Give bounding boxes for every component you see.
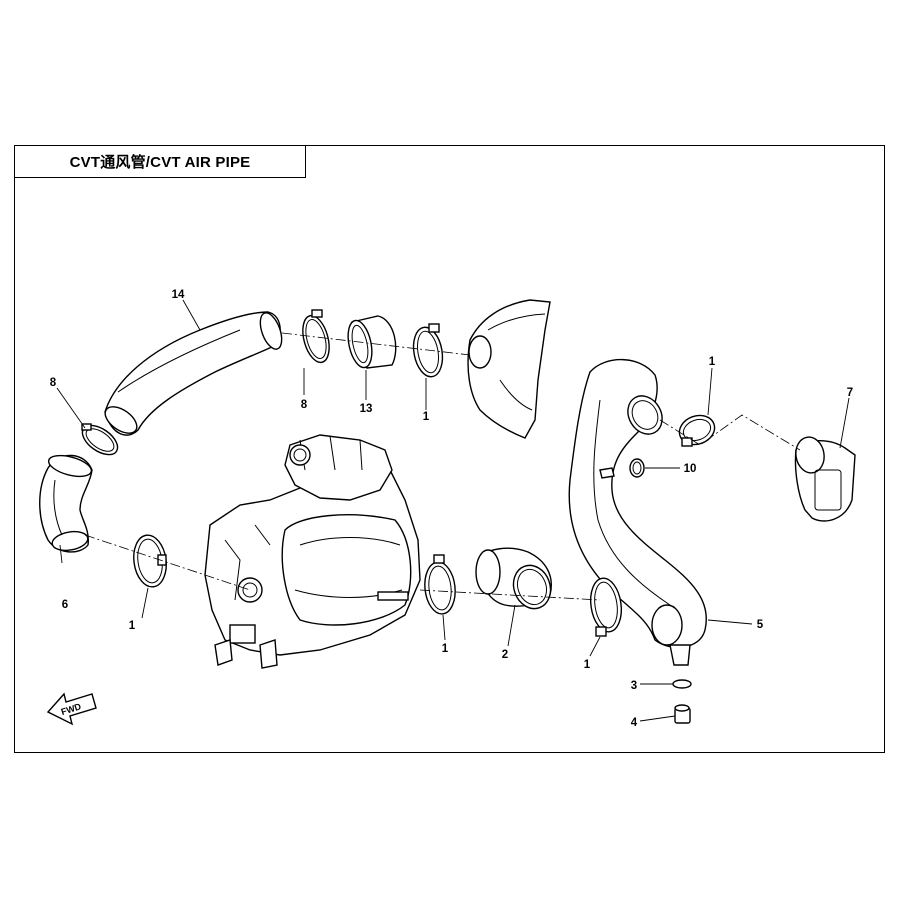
part-10-fitting — [599, 458, 645, 479]
callout-leader-lines — [56, 299, 850, 722]
part-5-main-duct — [568, 358, 707, 666]
part-3-ring — [672, 679, 692, 689]
callout-1-lower-middle: 1 — [442, 643, 449, 655]
callout-8-left: 8 — [50, 377, 57, 389]
part-4-sleeve — [674, 704, 691, 724]
callout-5: 5 — [757, 619, 764, 631]
callout-14: 14 — [172, 289, 185, 301]
callout-1-right-upper: 1 — [709, 356, 716, 368]
part-1-clamp-lower-left — [133, 534, 167, 588]
callout-4: 4 — [631, 717, 638, 729]
callout-1-upper-middle: 1 — [423, 411, 430, 423]
part-8-clamp-middle — [302, 309, 330, 364]
cvt-intake-shroud — [467, 299, 551, 439]
callout-8-middle: 8 — [301, 399, 308, 411]
part-1-clamp-upper-middle — [412, 323, 444, 378]
callout-10: 10 — [684, 463, 697, 475]
fwd-arrow-icon: FWD — [46, 692, 97, 726]
diagram-frame — [14, 145, 885, 753]
callout-13: 13 — [360, 403, 373, 415]
part-7-inlet-cap — [794, 436, 856, 522]
diagram-title: CVT通风管/CVT AIR PIPE — [14, 145, 306, 178]
part-14-upper-pipe — [104, 311, 283, 436]
part-13-coupler — [347, 315, 397, 369]
callout-6: 6 — [62, 599, 68, 611]
part-6-elbow-pipe — [39, 454, 93, 553]
callout-3: 3 — [631, 680, 637, 692]
callout-7: 7 — [847, 387, 853, 399]
callout-1-lower-left: 1 — [129, 620, 136, 632]
engine-assembly — [204, 434, 421, 669]
part-1-clamp-lower-right — [589, 577, 623, 637]
part-1-clamp-lower-middle — [424, 554, 456, 615]
part-2-elbow-coupler — [475, 547, 552, 610]
part-1-clamp-right-upper — [678, 414, 716, 447]
part-8-clamp-left — [81, 423, 119, 456]
assembly-center-lines — [84, 332, 801, 601]
callout-labels: 14 8 8 13 1 1 7 10 6 1 1 2 1 5 3 4 — [50, 289, 853, 729]
callout-1-lower-right: 1 — [584, 659, 591, 671]
callout-2: 2 — [502, 649, 508, 661]
